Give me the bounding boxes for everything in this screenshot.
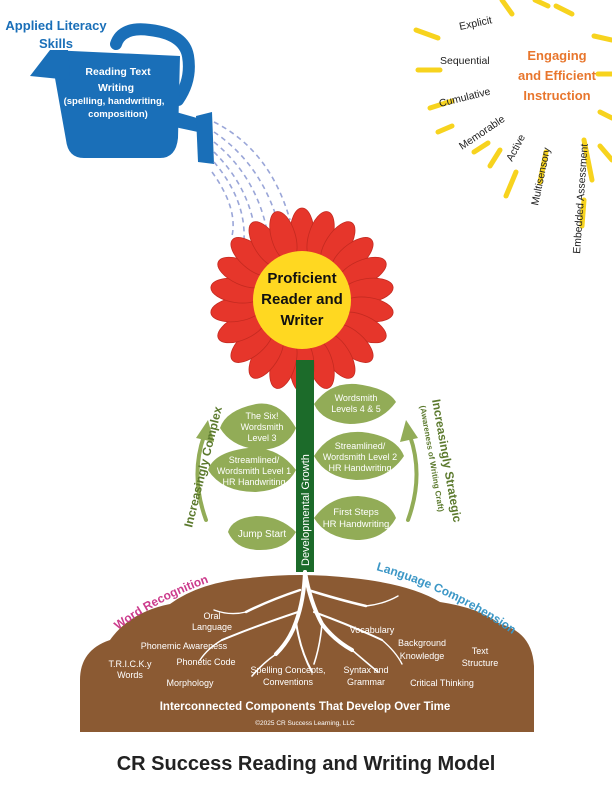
leaves-right (314, 383, 404, 540)
leaf-right-2-line-3: HR Handwriting (328, 463, 391, 473)
ray-label-active: Active (504, 132, 528, 163)
ray (413, 27, 441, 41)
ray-label-explicit: Explicit (458, 14, 493, 33)
roots (199, 570, 403, 677)
ray (435, 123, 455, 135)
root-morphology: Morphology (166, 678, 214, 688)
leaf-left-1-line-3: Level 3 (247, 433, 276, 443)
root-phonemic-awareness: Phonemic Awareness (141, 641, 228, 651)
root-oral-language-1: Oral (203, 611, 220, 621)
can-text-writing: Writing (98, 82, 134, 94)
ray-label-sequential: Sequential (440, 55, 490, 67)
root-background-2: Knowledge (400, 651, 445, 661)
root-background-1: Background (398, 638, 446, 648)
flower-center-text-3: Writer (280, 312, 323, 329)
ray (537, 149, 549, 185)
ray (427, 98, 455, 111)
leaf-left-1-line-1: The Six! (245, 411, 278, 421)
arrow-right (406, 434, 419, 522)
root-phonetic-code: Phonetic Code (176, 657, 235, 667)
root-tricky-1: T.R.I.C.K.y (108, 659, 152, 669)
leaf-left-3-line-1: Jump Start (238, 529, 287, 540)
ray (597, 143, 612, 163)
can-text-spelling: (spelling, handwriting, (64, 96, 165, 107)
soil (80, 575, 534, 732)
arrow-right-head (400, 420, 418, 442)
ray (553, 3, 575, 17)
ray (503, 169, 519, 199)
leaf-left-2-line-1: Streamlined/ (229, 455, 280, 465)
leaf-left-2-line-2: Wordsmith Level 1 (217, 466, 291, 476)
water-drops (211, 121, 291, 241)
can-handle (110, 23, 195, 106)
ray (532, 0, 551, 9)
can-text-reading: Reading Text (85, 66, 151, 78)
flower-center-text-1: Proficient (267, 270, 336, 287)
growth-arrows (195, 434, 419, 522)
arrow-heads (196, 420, 418, 442)
stem-label: Developmental Growth (300, 454, 312, 566)
instruction-heading-3: Instruction (523, 88, 590, 103)
ray-label-multisensory: Multisensory (529, 146, 553, 207)
root-spelling-2: Conventions (263, 677, 314, 687)
applied-literacy-heading-1: Applied Literacy (5, 18, 107, 33)
root-text-structure-2: Structure (462, 658, 499, 668)
flower-center (253, 251, 351, 349)
copyright: ©2025 CR Success Learning, LLC (255, 719, 355, 727)
soil-caption: Interconnected Components That Develop O… (160, 701, 451, 713)
leaf-right-1 (314, 383, 396, 424)
leaves-left (208, 403, 296, 550)
instruction-heading-1: Engaging (527, 48, 586, 63)
can-text-composition: composition) (88, 109, 148, 120)
ray (597, 109, 612, 121)
can-rose (196, 112, 214, 164)
leaf-right-3-line-2: HR Handwriting (323, 519, 390, 530)
root-tricky-2: Words (117, 670, 143, 680)
root-vocabulary: Vocabulary (350, 625, 395, 635)
ray (499, 0, 515, 17)
flower-center-text-2: Reader and (261, 291, 343, 308)
applied-literacy-heading-2: Skills (39, 36, 73, 51)
ray-label-embedded-assessment: Embedded Assessment (571, 143, 591, 254)
leaf-right-1-line-1: Wordsmith (335, 393, 378, 403)
root-syntax-1: Syntax and (343, 665, 388, 675)
leaf-left-2-line-3: HR Handwriting (222, 477, 285, 487)
leaf-right-1-line-2: Levels 4 & 5 (331, 404, 381, 414)
ray (487, 147, 503, 169)
leaf-left-1 (220, 403, 296, 450)
sun-rays (413, 0, 612, 229)
ray (591, 33, 612, 43)
can-lip (30, 50, 70, 80)
stem (296, 360, 314, 572)
root-text-structure-1: Text (472, 646, 489, 656)
ray (581, 137, 595, 183)
ray (579, 197, 587, 229)
can-body (50, 50, 180, 158)
root-spelling-1: Spelling Concepts, (250, 665, 325, 675)
arrow-left-head (196, 420, 214, 442)
root-oral-language-2: Language (192, 622, 232, 632)
leaf-right-3-line-1: First Steps (333, 507, 379, 518)
leaf-left-2 (208, 447, 296, 492)
root-syntax-2: Grammar (347, 677, 385, 687)
page-title: CR Success Reading and Writing Model (117, 753, 496, 775)
leaf-left-3 (228, 516, 296, 550)
leaf-right-3 (314, 496, 396, 540)
arrow-left (195, 434, 208, 522)
flower-petals (210, 207, 394, 393)
leaf-right-2-line-2: Wordsmith Level 2 (323, 452, 397, 462)
watering-can (30, 23, 214, 164)
instruction-heading-2: and Efficient (518, 68, 597, 83)
ray-label-cumulative: Cumulative (438, 86, 492, 110)
leaf-right-2-line-1: Streamlined/ (335, 441, 386, 451)
root-critical-thinking: Critical Thinking (410, 678, 474, 688)
leaf-left-1-line-2: Wordsmith (241, 422, 284, 432)
leaf-right-2 (314, 431, 404, 480)
ray (471, 140, 491, 155)
